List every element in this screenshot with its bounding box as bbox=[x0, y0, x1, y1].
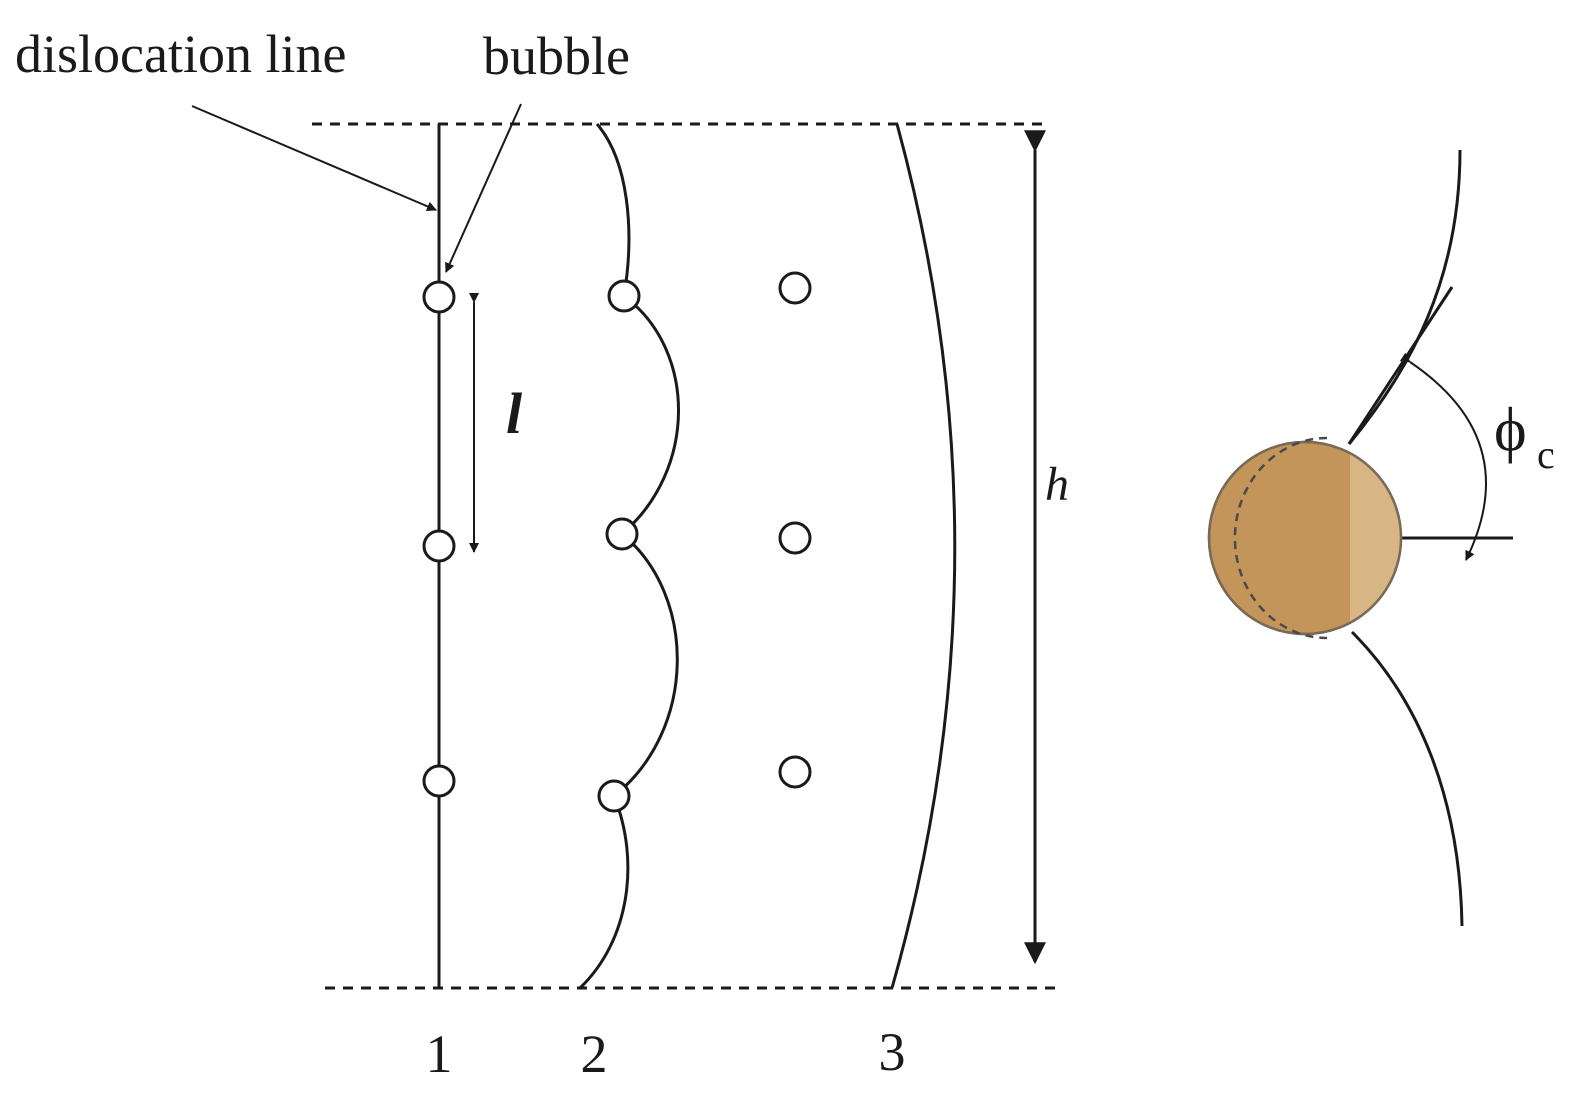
bubble-label: bubble bbox=[483, 26, 630, 86]
stage-1-bubble bbox=[422, 764, 456, 798]
stage-1-bubble bbox=[422, 280, 456, 314]
bubble-pointer-arrow bbox=[445, 103, 522, 273]
stage-2-bubble bbox=[607, 279, 641, 313]
stage-2-label: 2 bbox=[581, 1024, 608, 1084]
inset-angle-subscript: c bbox=[1537, 432, 1555, 477]
inset-tangent-line bbox=[1347, 286, 1454, 445]
dislocation-line-pointer-arrow bbox=[191, 105, 437, 212]
inset-angle-symbol: ϕ bbox=[1494, 396, 1527, 464]
stage-1-label: 1 bbox=[426, 1024, 453, 1084]
stage-3-bubble bbox=[778, 755, 812, 789]
stage-1-bubble bbox=[422, 529, 456, 563]
critical-angle-inset: ϕ c bbox=[1207, 149, 1555, 927]
stage-2-bubble bbox=[597, 779, 631, 813]
inset-lower-dislocation-arm bbox=[1350, 630, 1464, 927]
stage-3-released-dislocation bbox=[890, 123, 957, 989]
spacing-label: l bbox=[506, 381, 523, 446]
inset-particle-dashed-contour bbox=[1233, 436, 1328, 640]
stage-3-bubble bbox=[778, 271, 812, 305]
stage-2-bubble bbox=[605, 517, 639, 551]
stage-2-bowed-dislocation bbox=[578, 123, 680, 990]
stage-3-label: 3 bbox=[879, 1022, 906, 1082]
stage-3-bubble bbox=[778, 521, 812, 555]
height-label: h bbox=[1045, 458, 1069, 511]
inset-angle-arc-arrow bbox=[1399, 352, 1487, 561]
dislocation-line-label: dislocation line bbox=[15, 24, 346, 84]
inset-upper-dislocation-arm bbox=[1347, 149, 1462, 445]
